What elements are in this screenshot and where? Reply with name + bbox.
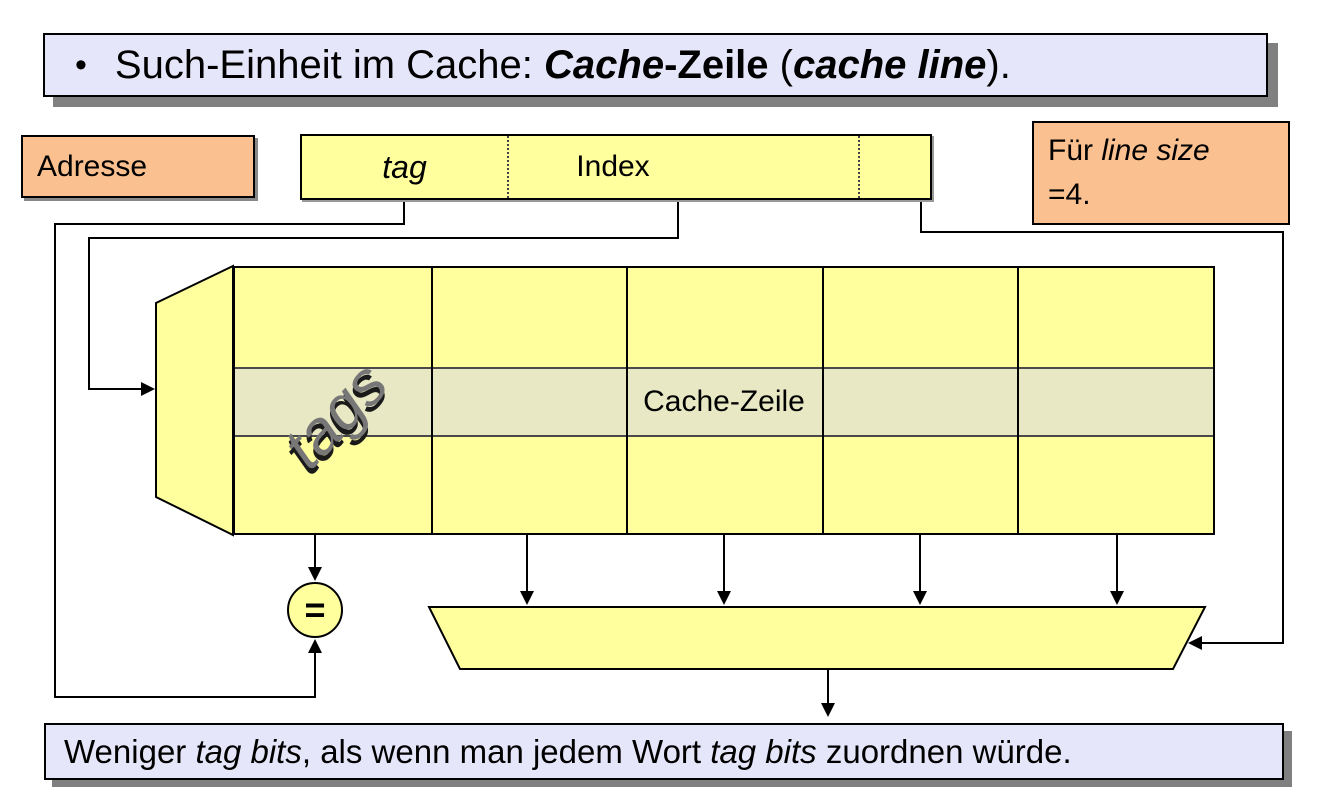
column1-arrowhead bbox=[308, 567, 322, 581]
title-banner: • Such-Einheit im Cache: Cache-Zeile (ca… bbox=[43, 33, 1268, 97]
line-size-note-line2: =4. bbox=[1048, 177, 1091, 211]
address-field-divider-1 bbox=[507, 136, 509, 198]
grid-column-line-3 bbox=[821, 268, 824, 533]
title-text: Such-Einheit im Cache: Cache-Zeile (cach… bbox=[114, 42, 1011, 87]
mux-output-arrowhead bbox=[821, 703, 835, 717]
tag-segment-label: tag bbox=[382, 148, 427, 185]
bottom-banner: Weniger tag bits, als wenn man jedem Wor… bbox=[44, 723, 1284, 780]
bottom-banner-text: Weniger tag bits, als wenn man jedem Wor… bbox=[64, 732, 1072, 770]
tag-connector-line bbox=[54, 201, 405, 698]
tags-funnel-shape bbox=[155, 264, 234, 537]
bullet-icon: • bbox=[75, 46, 87, 84]
address-field: tag Index bbox=[300, 134, 932, 200]
offset-connector-arrowhead bbox=[1188, 636, 1202, 650]
column3-arrowhead bbox=[717, 591, 731, 605]
address-field-divider-2 bbox=[858, 136, 860, 198]
index-connector-arrowhead bbox=[141, 382, 155, 396]
equals-symbol: = bbox=[304, 589, 326, 630]
cache-line-label: Cache-Zeile bbox=[643, 385, 805, 418]
line-size-note-box: Für line size =4. bbox=[1032, 121, 1290, 225]
cache-line-row bbox=[235, 367, 1213, 437]
index-segment-label: Index bbox=[576, 150, 650, 183]
grid-column-line-1 bbox=[430, 268, 433, 533]
column2-arrowhead bbox=[520, 591, 534, 605]
adresse-label: Adresse bbox=[37, 149, 148, 183]
line-size-note-line1: Für line size bbox=[1048, 134, 1210, 167]
multiplexer-shape bbox=[427, 606, 1207, 670]
grid-column-line-4 bbox=[1017, 268, 1020, 533]
column5-arrowhead bbox=[1110, 591, 1124, 605]
tag-connector-arrowhead bbox=[308, 639, 322, 653]
grid-column-line-2 bbox=[626, 268, 629, 533]
comparator-circle: = bbox=[287, 582, 343, 638]
index-connector-line bbox=[88, 201, 679, 390]
column4-arrowhead bbox=[913, 591, 927, 605]
adresse-box: Adresse bbox=[21, 135, 255, 198]
offset-connector-line bbox=[920, 201, 1284, 644]
cache-grid: Cache-Zeile bbox=[233, 266, 1215, 535]
